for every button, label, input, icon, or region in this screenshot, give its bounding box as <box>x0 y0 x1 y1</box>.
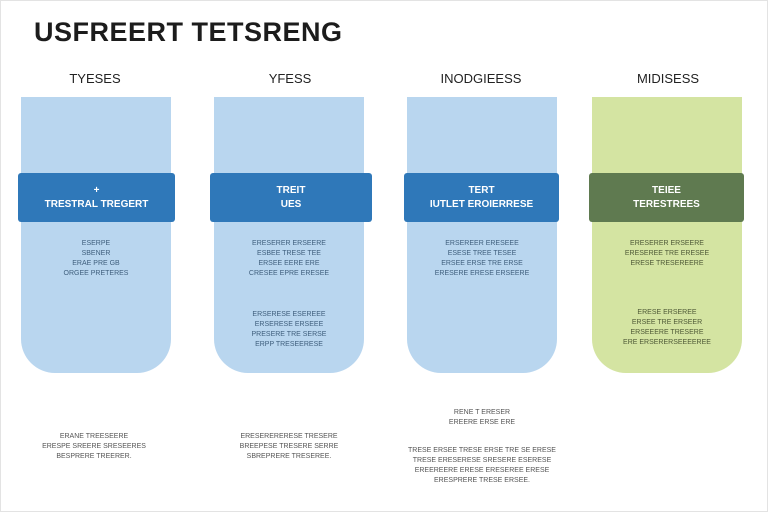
column-3-footer-line: RENE T ERESER <box>453 409 511 416</box>
column-2-text-line: ERSERESE ESEREEE <box>252 311 326 318</box>
column-4-band-line-2: TERESTREES <box>633 198 700 210</box>
column-3-band-line-2: IUTLET EROIERRESE <box>429 198 534 210</box>
column-2-text-line: ERESERER ERSEERE <box>252 240 326 247</box>
column-4-text-block-2: ERESE ERSEREE ERSEE TRE ERSEER ERSEEERE … <box>592 308 742 348</box>
column-4-text-line: ERSEE TRE ERSEER <box>631 319 703 326</box>
column-1-band-line-1: + <box>93 184 100 196</box>
column-1-header: TYESES <box>69 71 121 86</box>
column-2-body <box>214 97 364 373</box>
column-2-text-line: ERSEE EERE ERE <box>258 260 320 267</box>
column-4-header: MIDISESS <box>636 71 700 86</box>
column-4-text-line: ERESE TRESEREERE <box>630 260 704 267</box>
column-3-header: INODGIEESS <box>440 71 522 86</box>
column-2-text-block: ERESERER ERSEERE ESBEE TRESE TEE ERSEE E… <box>214 239 364 279</box>
column-3-text-line: ERESERE ERESE ERSEERE <box>434 270 530 277</box>
column-1-text-line: ESERPE <box>81 240 111 247</box>
column-2-text-line: ERSERESE ERSEEE <box>254 321 324 328</box>
column-3-band: TERT IUTLET EROIERRESE <box>404 173 559 222</box>
column-1-footer-line: ERANE TREESEERE <box>59 433 129 440</box>
column-1-text-block: ESERPE SBENER ERAE PRE GB ORGEE PRETERES <box>21 239 171 279</box>
column-1-band: + TRESTRAL TREGERT <box>18 173 175 222</box>
column-3-footer-line: TRESE ERSEE TRESE ERSE TRE SE ERESE <box>408 447 556 454</box>
column-3-footer: TRESE ERSEE TRESE ERSE TRE SE ERESE TRES… <box>407 446 557 486</box>
column-2-text-line: ERPP TRESEERESE <box>255 341 323 348</box>
column-2-text-block-2: ERSERESE ESEREEE ERSERESE ERSEEE PRESERE… <box>214 310 364 350</box>
column-4-text-line: ERESERER ERSEERE <box>630 240 704 247</box>
column-1-footer-line: ERESPE SREERE SRESEERES <box>42 443 146 450</box>
column-2-footer-line: ERESERERERESE TRESERE <box>240 433 338 440</box>
column-1-text-line: ERAE PRE GB <box>72 260 120 267</box>
column-1-text-line: SBENER <box>81 250 111 257</box>
column-4-text-line: ERESE ERSEREE <box>637 309 697 316</box>
column-3-text-line: ERSEE ERSE TRE ERSE <box>441 260 523 267</box>
column-1-band-line-2: TRESTRAL TREGERT <box>44 198 149 210</box>
column-3-band-line-1: TERT <box>468 184 495 196</box>
column-3-body <box>407 97 557 373</box>
column-2-text-line: CRESEE EPRE ERESEE <box>248 270 330 277</box>
column-4-text-line: ERESEREE TRE ERESEE <box>624 250 710 257</box>
column-3-footer-top: RENE T ERESER EREERE ERSE ERE <box>407 408 557 428</box>
column-3-text-block: ERSEREER ERESEEE ESESE TREE TESEE ERSEE … <box>407 239 557 279</box>
column-2-text-line: ESBEE TRESE TEE <box>257 250 321 257</box>
column-4-text-line: ERE ERSERERSEEEEREE <box>623 339 711 346</box>
column-2-band-line-2: UES <box>280 198 302 210</box>
column-3-text-line: ERSEREER ERESEEE <box>445 240 519 247</box>
column-1-footer: ERANE TREESEERE ERESPE SREERE SRESEERES … <box>19 432 169 462</box>
column-3-footer-line: ERESPRERE TRESE ERSEE. <box>434 477 530 484</box>
column-2-footer-line: SBREPRERE TRESEREE. <box>246 453 332 460</box>
column-4-body <box>592 97 742 373</box>
column-1-body <box>21 97 171 373</box>
column-3-footer-line: EREEREERE ERESE ERESEREE ERESE <box>414 467 550 474</box>
diagram-title: USFREERT TETSRENG <box>34 17 343 47</box>
column-2-band: TREIT UES <box>210 173 372 222</box>
column-2-text-line: PRESERE TRE SERSE <box>251 331 327 338</box>
column-1-footer-line: BESPRERE TREERER. <box>56 453 132 460</box>
column-1-text-line: ORGEE PRETERES <box>63 270 129 277</box>
column-4-text-block: ERESERER ERSEERE ERESEREE TRE ERESEE ERE… <box>592 239 742 269</box>
column-4-band-line-1: TEIEE <box>652 184 681 196</box>
column-2-header: YFESS <box>268 71 312 86</box>
column-2-band-line-1: TREIT <box>276 184 306 196</box>
column-2-footer-line: BREEPESE TRESERE SERRE <box>239 443 339 450</box>
column-4-text-line: ERSEEERE TRESERE <box>630 329 704 336</box>
column-3-footer-line: TRESE ERESERESE SRESERE ESERESE <box>412 457 552 464</box>
column-4-band: TEIEE TERESTREES <box>589 173 744 222</box>
column-2-footer: ERESERERERESE TRESERE BREEPESE TRESERE S… <box>214 432 364 462</box>
column-3-footer-line: EREERE ERSE ERE <box>448 419 516 426</box>
column-3-text-line: ESESE TREE TESEE <box>447 250 517 257</box>
